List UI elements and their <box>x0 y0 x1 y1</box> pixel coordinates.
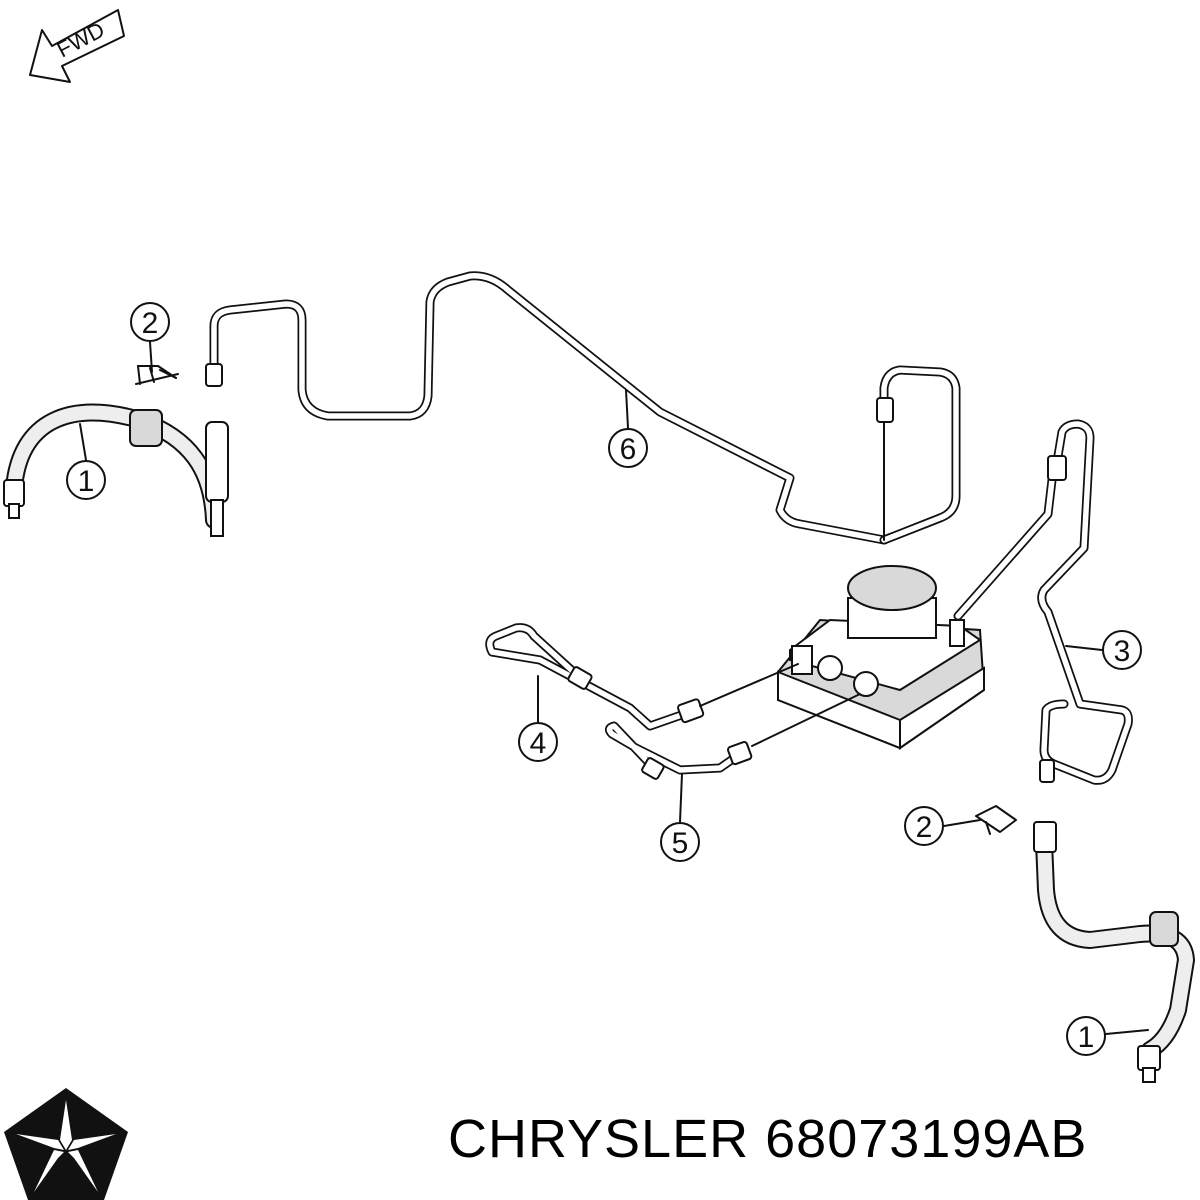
callout-1-left: 1 <box>66 460 106 500</box>
callout-4-label: 4 <box>530 727 547 760</box>
callout-1-right: 1 <box>1066 1016 1106 1056</box>
callout-2-left: 2 <box>130 302 170 342</box>
brake-tube-5 <box>604 693 861 780</box>
callout-6-label: 6 <box>620 433 637 466</box>
chrysler-pentastar-logo <box>4 1088 128 1200</box>
callout-3-label: 3 <box>1114 635 1131 668</box>
brake-tube-4 <box>485 623 799 731</box>
callout-4: 4 <box>518 722 558 762</box>
part-number: 68073199AB <box>765 1109 1088 1169</box>
fwd-label: FWD <box>53 17 109 63</box>
left-hose-clip <box>135 365 179 385</box>
callout-leaders <box>79 341 1149 1035</box>
brand-name: CHRYSLER <box>448 1109 750 1169</box>
callout-5: 5 <box>660 822 700 862</box>
right-brake-hose <box>1033 821 1195 1083</box>
abs-hydraulic-unit <box>777 565 986 750</box>
part-caption: CHRYSLER 68073199AB <box>448 1108 1087 1170</box>
callout-6: 6 <box>608 428 648 468</box>
callout-1-right-label: 1 <box>1078 1021 1095 1054</box>
fwd-arrow: FWD <box>29 9 125 83</box>
brake-tube-3 <box>953 419 1133 785</box>
callout-2-right-label: 2 <box>916 811 933 844</box>
callout-2-right: 2 <box>904 806 944 846</box>
callout-2-left-label: 2 <box>142 307 159 340</box>
right-hose-clip <box>975 805 1017 835</box>
callout-1-left-label: 1 <box>78 465 95 498</box>
left-brake-hose <box>3 403 229 537</box>
brake-tube-6-end <box>876 365 961 545</box>
brake-tube-6 <box>205 271 889 545</box>
callout-3: 3 <box>1102 630 1142 670</box>
callout-5-label: 5 <box>672 827 689 860</box>
